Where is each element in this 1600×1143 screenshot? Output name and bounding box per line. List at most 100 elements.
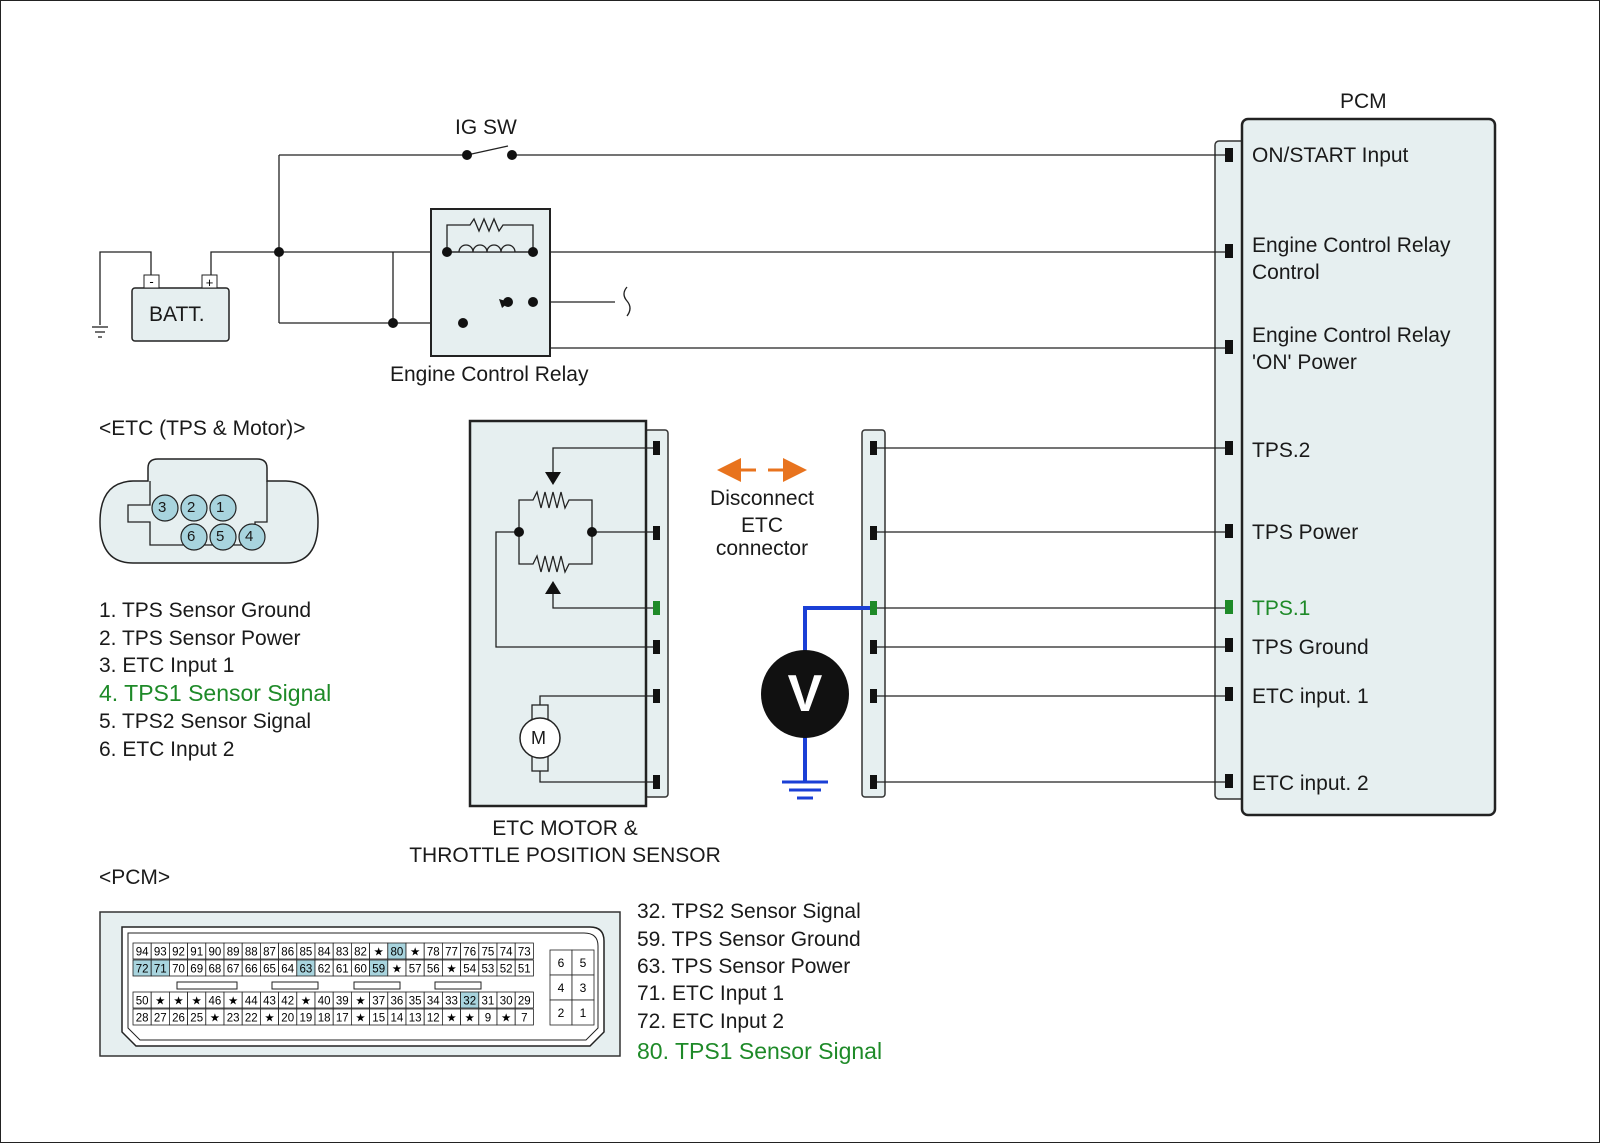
harness-connector (861, 429, 886, 798)
etc-pin-3: 3 (158, 499, 167, 516)
pcm-pin-number: 18 (318, 1013, 331, 1025)
pcm-pin-number: 71 (154, 964, 167, 976)
pcm-pin-number: 13 (409, 1013, 422, 1025)
pcm-pin-number: 73 (518, 947, 531, 959)
pcm-pin-number: 88 (245, 947, 258, 959)
pcm-aux-pin-cell (571, 999, 595, 1026)
pcm-pin-number: 68 (209, 964, 222, 976)
pcm-pin-number: ★ (228, 996, 238, 1008)
relay-label: Engine Control Relay (390, 363, 589, 386)
pcm-pin-number: 37 (372, 996, 385, 1008)
pcm-pin-number: 23 (227, 1013, 240, 1025)
pcm-pin-number: ★ (410, 947, 420, 959)
pcm-pin-number: 85 (300, 947, 313, 959)
pcm-pin-number: ★ (446, 964, 456, 976)
harness-wires (877, 447, 1225, 783)
pcm-pin-number: 28 (136, 1013, 149, 1025)
pcm-pin-number: 12 (427, 1013, 440, 1025)
pcm-pin-tps-ground: TPS Ground (1252, 636, 1369, 659)
pcm-pin-cell (514, 942, 534, 960)
pcm-pin-number: 35 (409, 996, 422, 1008)
disconnect-label-2: ETC (741, 514, 783, 537)
pcm-pin-number: 27 (154, 1013, 167, 1025)
etc-connector-title: <ETC (TPS & Motor)> (99, 417, 306, 440)
pcm-pin-number: ★ (301, 996, 311, 1008)
pcm-pin-number: 30 (500, 996, 513, 1008)
pcm-pin-desc-59: 59. TPS Sensor Ground (637, 928, 861, 951)
pcm-pin-number: ★ (355, 996, 365, 1008)
pcm-pin-number: 83 (336, 947, 349, 959)
etc-pin-desc-6: 6. ETC Input 2 (99, 738, 235, 761)
pcm-pin-number: ★ (192, 996, 202, 1008)
pcm-aux-pin-number: 4 (558, 981, 565, 995)
pcm-pin-number: 22 (245, 1013, 258, 1025)
junction-dots (274, 150, 538, 328)
pcm-pin-number: 43 (263, 996, 276, 1008)
etc-pin-desc-3: 3. ETC Input 1 (99, 654, 235, 677)
power-wiring (99, 145, 1225, 349)
pcm-pin-on-start: ON/START Input (1252, 144, 1409, 167)
pcm-pin-number: 86 (281, 947, 294, 959)
pcm-aux-pin-number: 1 (580, 1006, 587, 1020)
pcm-pin-number: 66 (245, 964, 258, 976)
pcm-pin-number: 74 (500, 947, 513, 959)
pcm-pin-number: 14 (391, 1013, 404, 1025)
pcm-pin-number: 75 (482, 947, 495, 959)
pcm-pin-number: ★ (374, 947, 384, 959)
pcm-pin-number: 63 (300, 964, 313, 976)
pcm-pin-relay-on-power: Engine Control Relay 'ON' Power (1252, 324, 1451, 374)
pcm-pin-number: ★ (355, 1013, 365, 1025)
pcm-pin-number: ★ (210, 1013, 220, 1025)
pcm-pin-desc-72: 72. ETC Input 2 (637, 1010, 785, 1033)
pcm-aux-pin-number: 3 (580, 981, 587, 995)
pcm-pin-number: 34 (427, 996, 440, 1008)
svg-text:-: - (149, 274, 153, 289)
etc-pin-1: 1 (216, 499, 225, 516)
pcm-pin-tps2: TPS.2 (1252, 439, 1311, 462)
pcm-pin-number: ★ (264, 1013, 274, 1025)
pcm-pin-number: 42 (281, 996, 294, 1008)
pcm-pin-number: ★ (392, 964, 402, 976)
pcm-pin-number: 51 (518, 964, 531, 976)
pcm-pin-relay-control: Engine Control Relay Control (1252, 234, 1451, 284)
etc-module-label-2: THROTTLE POSITION SENSOR (409, 844, 721, 867)
ig-switch-label: IG SW (455, 116, 517, 139)
pcm-pin-number: 89 (227, 947, 240, 959)
pcm-connector-title: <PCM> (99, 866, 171, 889)
pcm-pin-desc-63: 63. TPS Sensor Power (637, 955, 851, 978)
pcm-pin-number: 9 (485, 1013, 491, 1025)
pcm-pin-number: 84 (318, 947, 331, 959)
voltmeter-label: V (787, 665, 823, 723)
pcm-pin-number: 64 (281, 964, 294, 976)
pcm-pin-number: 15 (372, 1013, 385, 1025)
pcm-pin-number: ★ (501, 1013, 511, 1025)
pcm-pin-number: 59 (372, 964, 385, 976)
pcm-pin-cell (514, 1008, 534, 1026)
etc-module (468, 419, 669, 808)
etc-pin-4: 4 (245, 528, 254, 545)
pcm-pin-number: 29 (518, 996, 531, 1008)
pcm-module (1214, 117, 1497, 817)
pcm-pin-number: 72 (136, 964, 149, 976)
pcm-pin-number: 40 (318, 996, 331, 1008)
etc-pin-5: 5 (216, 528, 225, 545)
svg-text:+: + (206, 275, 214, 290)
pcm-pin-number: 7 (521, 1013, 527, 1025)
pcm-aux-pin-number: 5 (580, 956, 587, 970)
pcm-aux-pin-number: 6 (558, 956, 565, 970)
pcm-pin-desc-71: 71. ETC Input 1 (637, 982, 785, 1005)
etc-connector-face (99, 458, 319, 564)
disconnect-label-3: connector (715, 537, 809, 560)
motor-label: M (531, 728, 546, 748)
pcm-pin-number: 39 (336, 996, 349, 1008)
pcm-pin-number: 25 (190, 1013, 203, 1025)
etc-pin-desc-5: 5. TPS2 Sensor Signal (99, 710, 312, 733)
pcm-pin-number: 67 (227, 964, 240, 976)
motor-icon (519, 717, 561, 759)
pcm-pin-etc-input1: ETC input. 1 (1252, 685, 1369, 708)
pcm-pin-etc-input2: ETC input. 2 (1252, 772, 1369, 795)
pcm-pin-cell (514, 959, 534, 977)
pcm-pin-desc-80: 80. TPS1 Sensor Signal (637, 1038, 883, 1064)
